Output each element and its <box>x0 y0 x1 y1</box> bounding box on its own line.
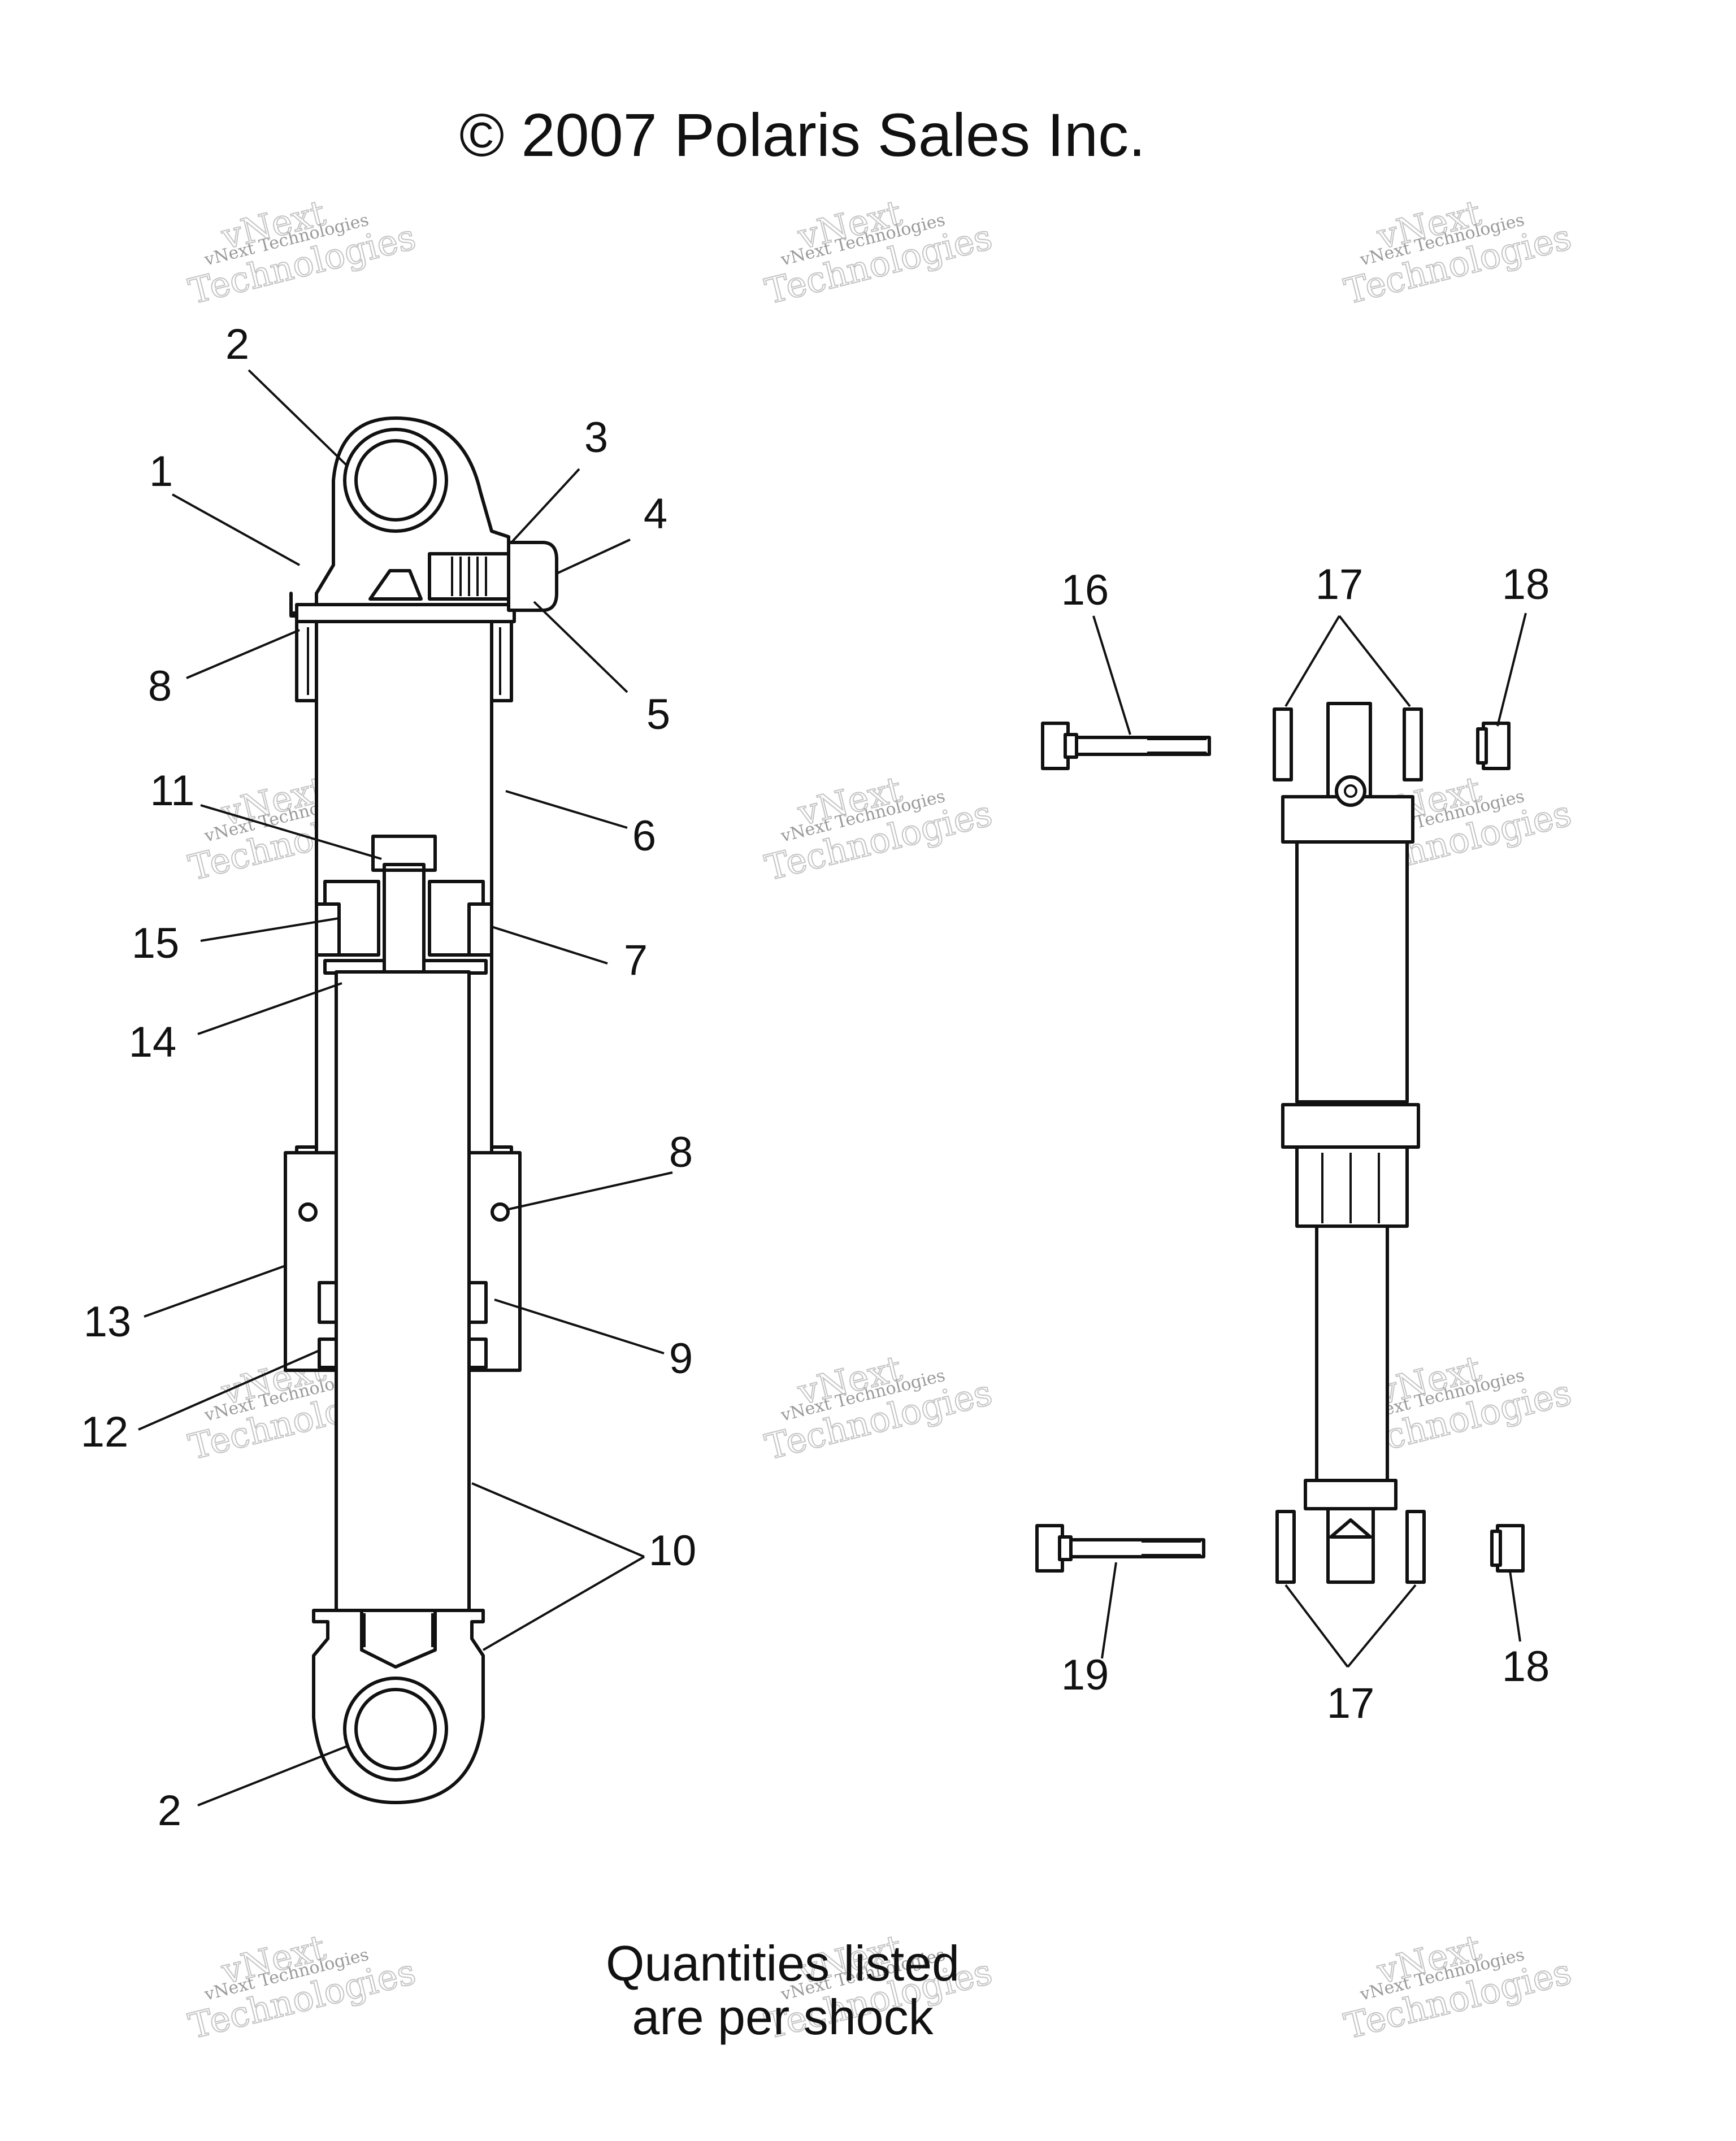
shaft <box>335 970 471 1612</box>
seal-left-1 <box>318 1281 338 1324</box>
lower-seal <box>1304 1479 1398 1510</box>
callout-5: 5 <box>646 690 670 739</box>
callout-15: 15 <box>132 919 180 967</box>
leader-lines <box>138 369 1527 1806</box>
valve-threads <box>451 557 487 596</box>
bottom-eye-bushing-inner <box>354 1688 437 1770</box>
bolt-19 <box>1035 1524 1205 1573</box>
note-line-1: Quantities listed <box>606 1935 960 1991</box>
bottom-eye-threads <box>363 1613 433 1647</box>
spacer-17-top-right <box>1403 707 1423 781</box>
seal-right-1 <box>467 1281 488 1324</box>
callout-1: 1 <box>149 448 173 496</box>
bottom-clevis <box>1326 1507 1375 1584</box>
spacer-17-top-left <box>1273 707 1293 781</box>
callout-2-top: 2 <box>225 320 249 368</box>
seal-left-2 <box>318 1337 338 1369</box>
callout-18-bottom: 18 <box>1502 1643 1550 1691</box>
top-eye-bushing-inner <box>354 439 437 522</box>
callout-13: 13 <box>84 1298 132 1346</box>
shock-cutaway-drawing <box>284 416 558 1804</box>
body-collar <box>1281 1103 1420 1149</box>
callout-17-bottom: 17 <box>1327 1679 1375 1727</box>
copyright-text: © 2007 Polaris Sales Inc. <box>459 101 1145 169</box>
callout-10: 10 <box>649 1527 697 1575</box>
piston-band-right <box>467 902 493 957</box>
callout-7: 7 <box>624 936 648 984</box>
callout-9: 9 <box>669 1335 693 1383</box>
lower-shaft <box>1315 1224 1389 1482</box>
top-clevis-bolt <box>1335 775 1366 807</box>
note-line-2: are per shock <box>632 1989 934 2045</box>
cap-plate <box>295 603 516 623</box>
callout-11: 11 <box>150 767 195 815</box>
callout-2-bottom: 2 <box>158 1787 181 1835</box>
valve-knob <box>507 541 558 612</box>
nut-18-top <box>1476 722 1511 770</box>
callout-6: 6 <box>632 812 656 860</box>
o-ring-left <box>298 1202 318 1222</box>
callout-3: 3 <box>584 414 608 462</box>
callout-4: 4 <box>644 490 667 538</box>
callout-8-bottom: 8 <box>669 1128 693 1176</box>
valve-cone <box>368 569 423 601</box>
callout-8-top: 8 <box>148 662 172 710</box>
adjuster-nut <box>1295 1145 1409 1228</box>
body-threads-top <box>307 627 501 695</box>
nut-18-bottom <box>1490 1524 1525 1573</box>
spacer-17-bottom-left <box>1275 1510 1296 1584</box>
callout-17-top: 17 <box>1316 561 1364 609</box>
adjuster-nut-lines <box>1321 1153 1380 1223</box>
o-ring-right <box>491 1202 510 1222</box>
callout-19: 19 <box>1061 1651 1109 1699</box>
bolt-16 <box>1041 722 1211 770</box>
seal-head-right <box>467 1151 522 1372</box>
top-clevis-bolt-inner <box>1344 784 1357 798</box>
seal-head-left <box>284 1151 338 1372</box>
callout-12: 12 <box>81 1408 129 1456</box>
callout-labels: 2 1 3 4 8 5 11 6 15 7 14 8 13 9 12 10 2 … <box>81 320 1550 1835</box>
callout-16: 16 <box>1061 566 1109 614</box>
piston-band-left <box>315 902 341 957</box>
shock-exterior-drawing <box>1035 702 1525 1584</box>
bottom-clevis-tip <box>1329 1518 1372 1539</box>
spacer-17-bottom-right <box>1405 1510 1426 1584</box>
seal-right-2 <box>467 1337 488 1369</box>
body-tube <box>1295 840 1409 1104</box>
callout-14: 14 <box>129 1018 177 1066</box>
callout-18-top: 18 <box>1502 561 1550 609</box>
